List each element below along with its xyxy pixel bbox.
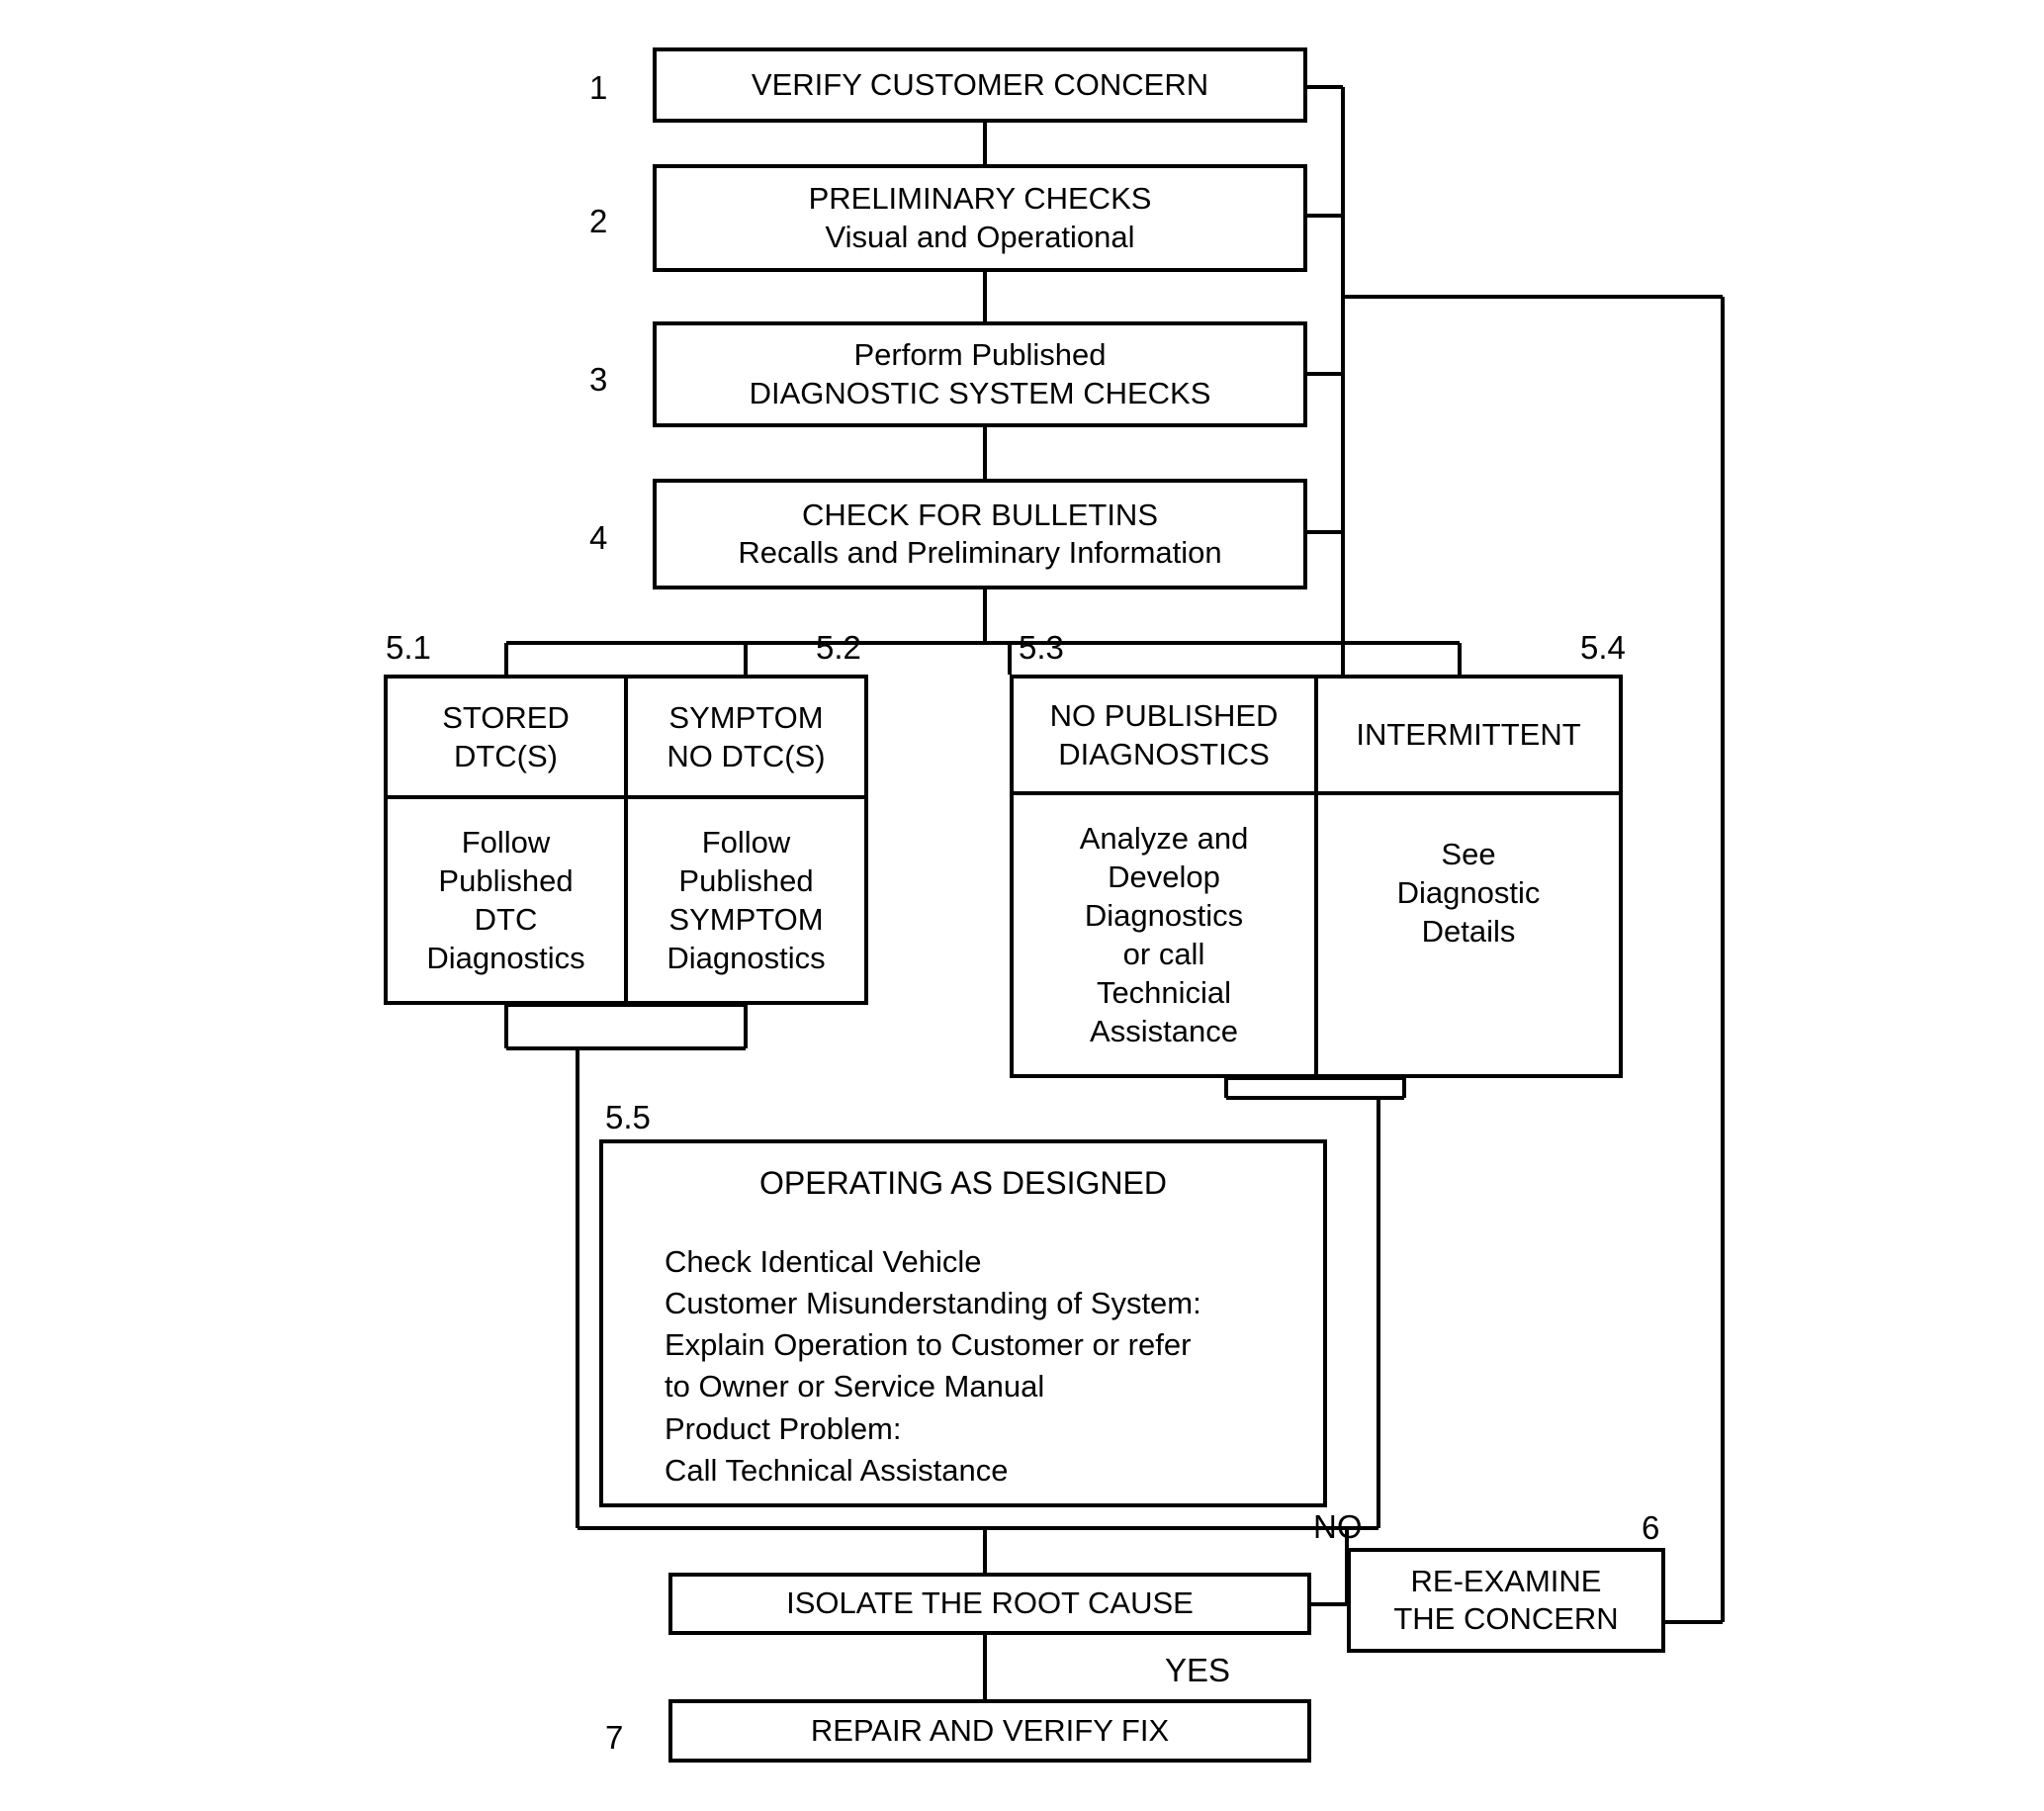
group-5-1-5-2: STORED DTC(S) Follow Published DTC Diagn… <box>384 675 868 1005</box>
box-repair-and-verify-fix[interactable]: REPAIR AND VERIFY FIX <box>668 1699 1311 1763</box>
box-label-line: DTC <box>474 902 538 937</box>
box-label-line: Follow <box>701 824 791 860</box>
box-label-line: Published <box>438 862 574 898</box>
box-follow-published-symptom-diagnostics[interactable]: Follow Published SYMPTOM Diagnostics <box>628 799 864 1001</box>
box-label-line: Product Problem: <box>665 1410 902 1446</box>
box-label-line: NO PUBLISHED <box>1049 697 1279 733</box>
box-check-for-bulletins[interactable]: CHECK FOR BULLETINS Recalls and Prelimin… <box>653 479 1307 589</box>
box-label-line: Technicial <box>1096 975 1232 1011</box>
box-label-line: Diagnostic <box>1396 875 1541 911</box>
edge-label-yes: YES <box>1165 1652 1231 1688</box>
box-label-line: Visual and Operational <box>825 219 1135 254</box>
step-number-5-3: 5.3 <box>1019 629 1064 666</box>
box-label-line: Explain Operation to Customer or refer <box>665 1327 1192 1363</box>
box-isolate-the-root-cause[interactable]: ISOLATE THE ROOT CAUSE <box>668 1573 1311 1635</box>
box-no-published-diagnostics[interactable]: NO PUBLISHED DIAGNOSTICS <box>1014 679 1314 795</box>
box-label-line: Published <box>678 862 814 898</box>
box-label-line: See <box>1441 837 1496 871</box>
box-analyze-develop-diagnostics[interactable]: Analyze and Develop Diagnostics or call … <box>1014 795 1314 1074</box>
step-number-3: 3 <box>589 361 608 398</box>
box-label-line: Perform Published <box>853 337 1107 373</box>
box-label-line: Analyze and <box>1079 820 1249 856</box>
box-intermittent[interactable]: INTERMITTENT <box>1318 679 1619 795</box>
column-5-1: STORED DTC(S) Follow Published DTC Diagn… <box>388 679 624 1001</box>
box-label-line: SYMPTOM <box>668 699 824 735</box>
box-follow-published-dtc-diagnostics[interactable]: Follow Published DTC Diagnostics <box>388 799 624 1001</box>
box-see-diagnostic-details[interactable]: See Diagnostic Details <box>1318 795 1619 1074</box>
box-label-line: THE CONCERN <box>1393 1601 1619 1636</box>
box-label-line: INTERMITTENT <box>1356 717 1581 753</box>
box-stored-dtcs[interactable]: STORED DTC(S) <box>388 679 624 799</box>
box-symptom-no-dtcs[interactable]: SYMPTOM NO DTC(S) <box>628 679 864 799</box>
box-label-line: DIAGNOSTICS <box>1058 737 1270 771</box>
box-verify-customer-concern[interactable]: VERIFY CUSTOMER CONCERN <box>653 47 1307 123</box>
box-re-examine-the-concern[interactable]: RE-EXAMINE THE CONCERN <box>1347 1548 1665 1653</box>
box-operating-as-designed-list: Check Identical Vehicle Customer Misunde… <box>603 1202 1323 1492</box>
box-label-line: RE-EXAMINE <box>1410 1563 1602 1598</box>
box-diagnostic-system-checks[interactable]: Perform Published DIAGNOSTIC SYSTEM CHEC… <box>653 321 1307 427</box>
step-number-5-1: 5.1 <box>386 629 431 666</box>
box-label-line: Diagnostics <box>1084 897 1244 933</box>
box-label-line: DIAGNOSTIC SYSTEM CHECKS <box>749 375 1211 410</box>
box-label-line: DTC(S) <box>453 739 559 773</box>
box-label-line: Diagnostics <box>667 941 826 976</box>
box-label-line: Check Identical Vehicle <box>665 1244 982 1279</box>
box-label-line: Recalls and Preliminary Information <box>738 535 1222 570</box>
column-5-4: INTERMITTENT See Diagnostic Details <box>1314 679 1619 1074</box>
box-label-line: PRELIMINARY CHECKS <box>808 181 1152 217</box>
box-preliminary-checks[interactable]: PRELIMINARY CHECKS Visual and Operationa… <box>653 164 1307 272</box>
step-number-6: 6 <box>1642 1509 1660 1546</box>
box-label-line: Call Technical Assistance <box>665 1452 1009 1488</box>
box-label-line: Diagnostics <box>426 941 585 976</box>
box-operating-as-designed[interactable]: OPERATING AS DESIGNED Check Identical Ve… <box>599 1139 1327 1507</box>
step-number-5-5: 5.5 <box>605 1099 651 1135</box>
step-number-1: 1 <box>589 69 608 106</box>
step-number-7: 7 <box>605 1719 624 1756</box>
box-label-line: STORED <box>442 699 570 735</box>
box-label-line: REPAIR AND VERIFY FIX <box>810 1712 1170 1748</box>
box-label-line: ISOLATE THE ROOT CAUSE <box>786 1585 1194 1621</box>
box-label-line: Follow <box>461 824 551 860</box>
box-label-line: VERIFY CUSTOMER CONCERN <box>751 66 1209 102</box>
step-number-5-4: 5.4 <box>1580 629 1626 666</box>
edge-label-no: NO <box>1313 1508 1363 1545</box>
box-label-line: or call <box>1122 937 1205 971</box>
box-label-line: SYMPTOM <box>668 902 824 937</box>
box-label-line: CHECK FOR BULLETINS <box>801 497 1158 532</box>
box-label-line: Assistance <box>1090 1014 1238 1049</box>
column-5-2: SYMPTOM NO DTC(S) Follow Published SYMPT… <box>624 679 864 1001</box>
group-5-3-5-4: NO PUBLISHED DIAGNOSTICS Analyze and Dev… <box>1010 675 1623 1078</box>
box-label-line: NO DTC(S) <box>667 739 826 773</box>
step-number-2: 2 <box>589 203 608 239</box>
box-title-operating-as-designed: OPERATING AS DESIGNED <box>759 1165 1167 1201</box>
step-number-4: 4 <box>589 519 608 556</box>
box-label-line: to Owner or Service Manual <box>665 1369 1045 1404</box>
box-label-line: Customer Misunderstanding of System: <box>665 1286 1201 1321</box>
column-5-3: NO PUBLISHED DIAGNOSTICS Analyze and Dev… <box>1014 679 1314 1074</box>
box-label-line: Details <box>1421 914 1516 950</box>
box-label-line: Develop <box>1108 859 1220 894</box>
step-number-5-2: 5.2 <box>816 629 861 666</box>
